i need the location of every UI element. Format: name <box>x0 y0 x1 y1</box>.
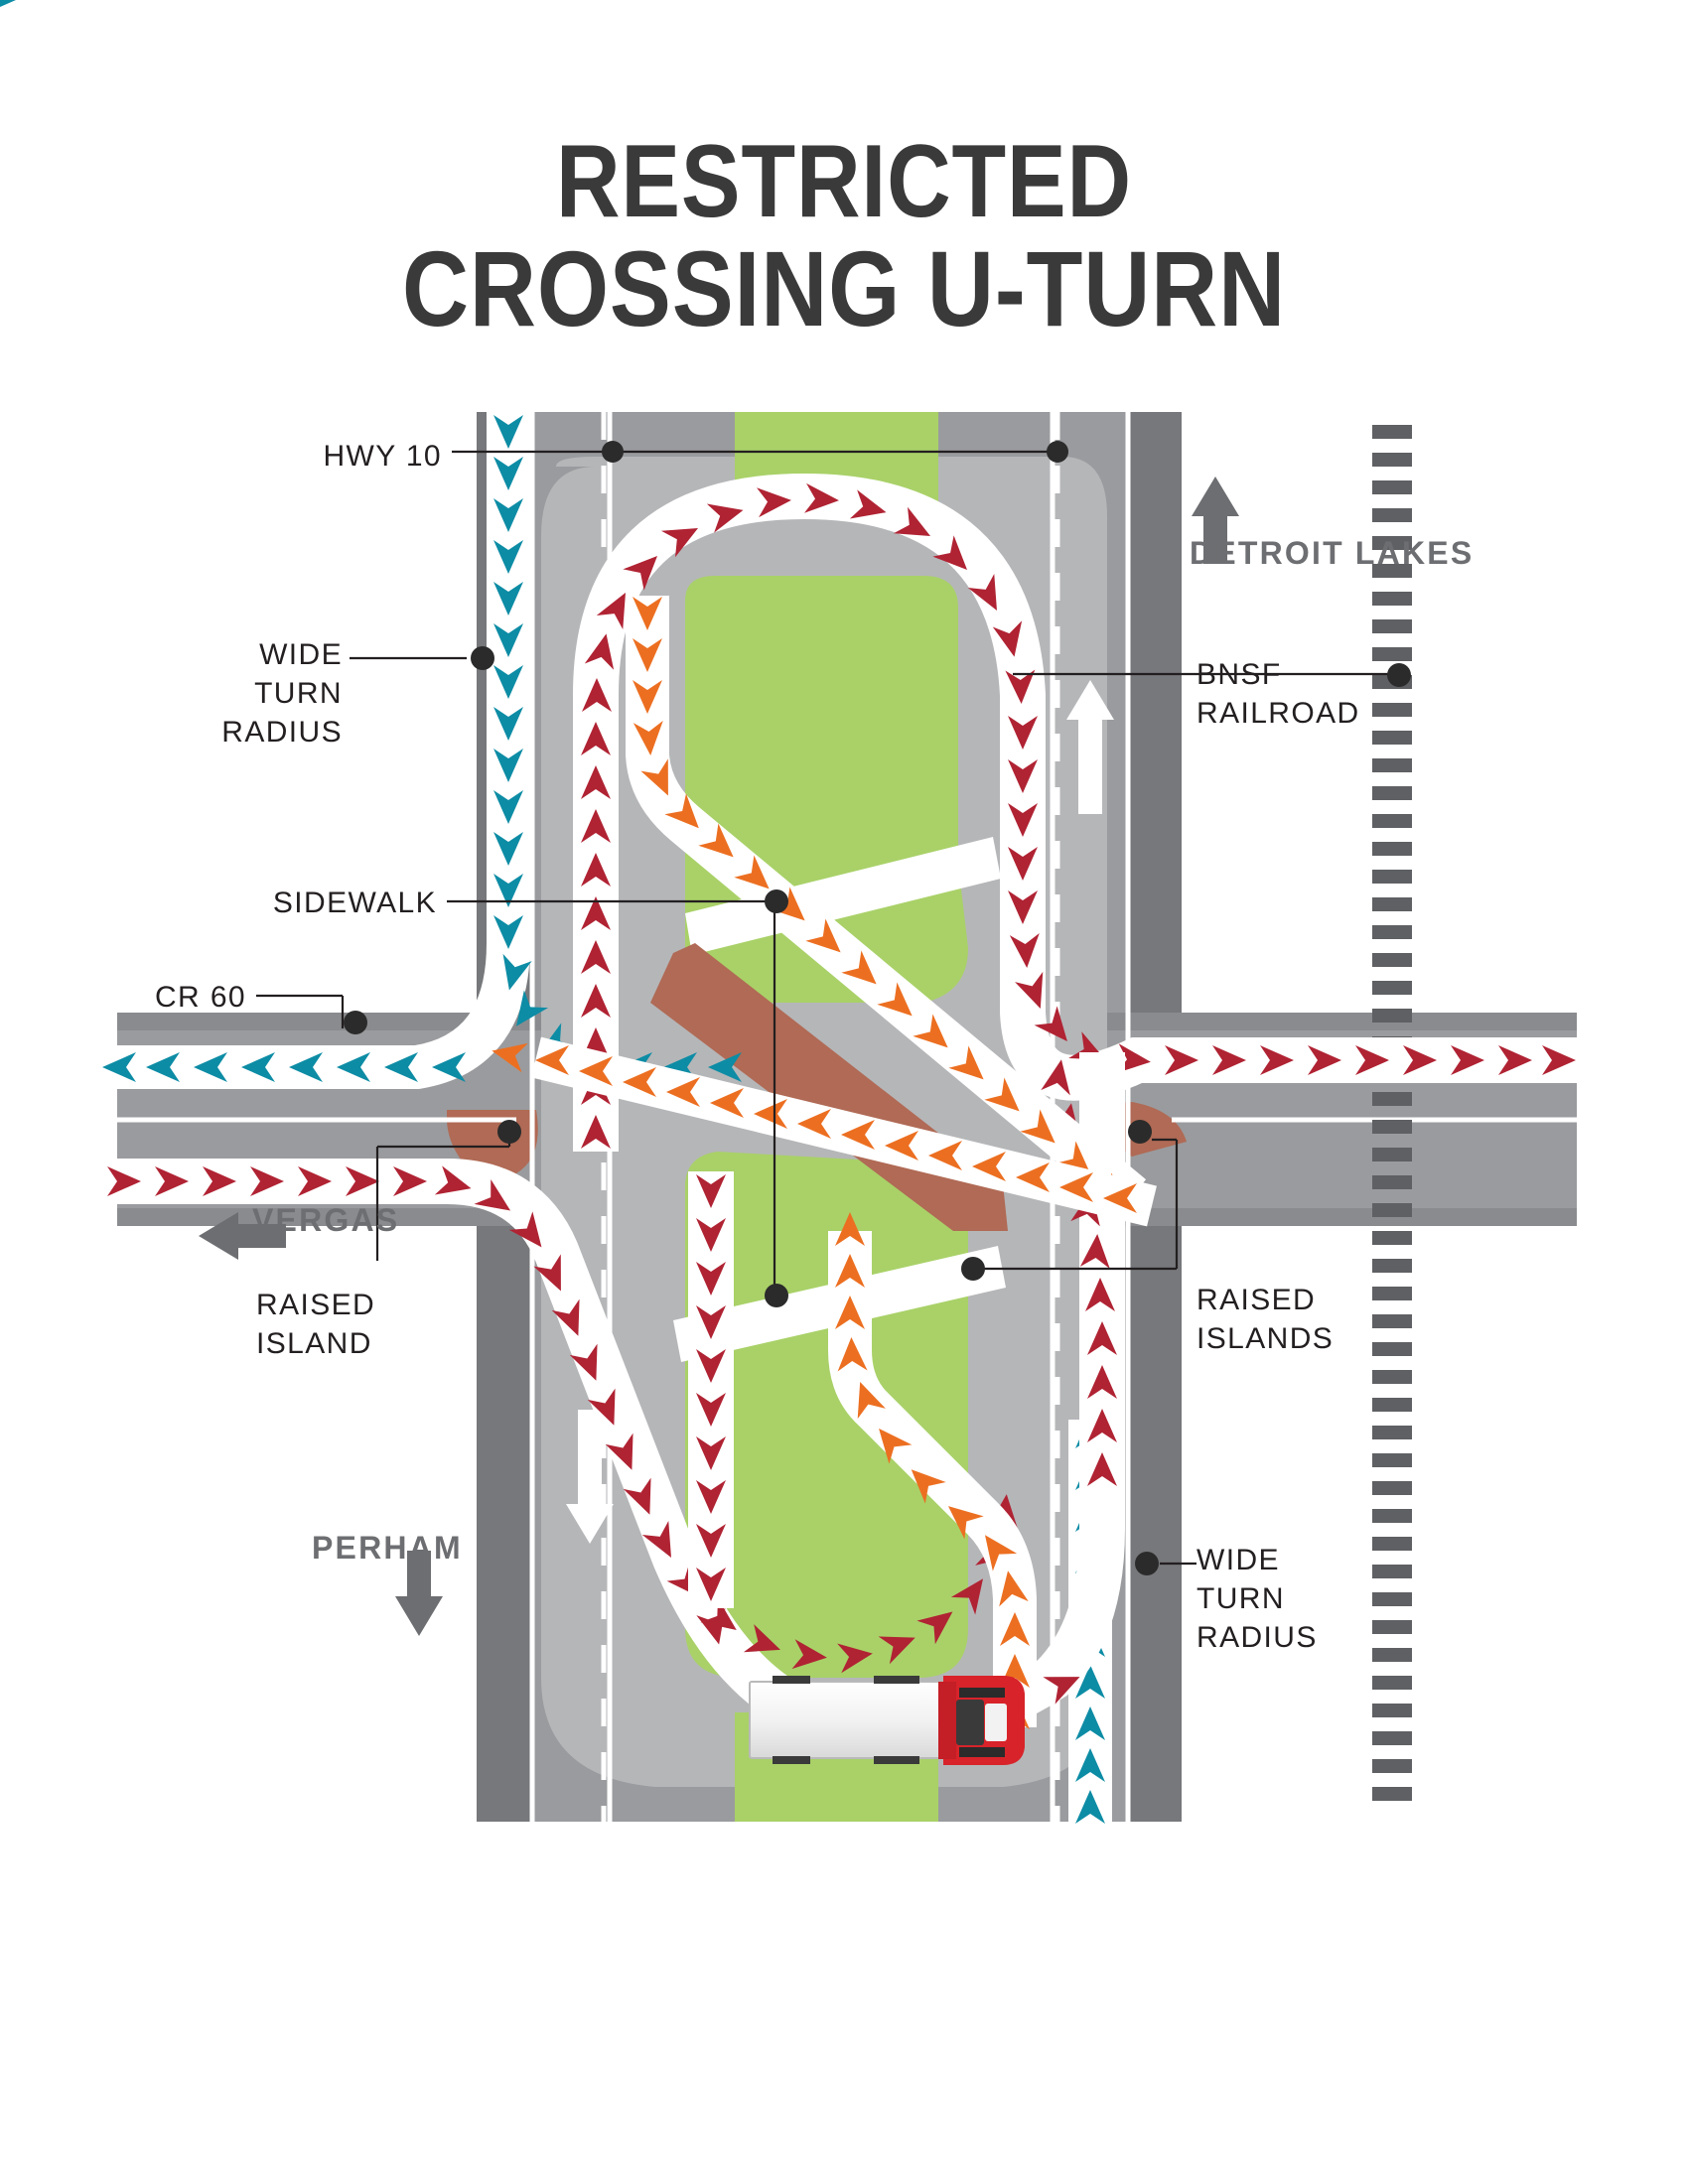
bnsf-railroad-track <box>1372 425 1412 1801</box>
callout-wide-turn-radius-right: WIDE TURN RADIUS <box>1196 1544 1318 1654</box>
title-line-1: RESTRICTED <box>555 124 1133 239</box>
dot-raised-islands-mid <box>961 1257 985 1281</box>
semi-truck <box>749 1676 1025 1765</box>
callout-hwy-10: HWY 10 <box>323 440 442 473</box>
dot-hwy10-b <box>1047 441 1068 463</box>
pedestrian-sidewalk-path-teal <box>0 0 742 1089</box>
vehicle-cross-path-orange-sw <box>489 1035 1157 1227</box>
callout-bnsf-railroad: BNSF RAILROAD <box>1196 658 1360 730</box>
callout-sidewalk: SIDEWALK <box>272 887 437 919</box>
callout-dots <box>344 441 1411 1575</box>
dot-bnsf <box>1387 663 1411 687</box>
dot-cr60 <box>344 1011 367 1034</box>
callout-wide-turn-radius-left: WIDE TURN RADIUS <box>221 638 343 749</box>
callout-cr-60: CR 60 <box>154 981 246 1014</box>
direction-arrow-glyphs <box>199 477 1239 1636</box>
up-arrow-icon <box>1192 477 1239 564</box>
direction-perham: PERHAM <box>312 1530 463 1566</box>
dot-wide-turn-right <box>1135 1552 1159 1575</box>
dot-raised-island-left <box>497 1120 521 1144</box>
vehicle-cross-path-orange-south <box>828 1212 1037 1729</box>
callout-raised-islands: RAISED ISLANDS <box>1196 1284 1335 1355</box>
dot-hwy10-a <box>602 441 624 463</box>
dot-wide-turn-left <box>471 646 494 670</box>
title-line-2: CROSSING U-TURN <box>401 228 1287 349</box>
vehicle-cross-path-orange-ne <box>626 596 1147 1218</box>
callout-raised-island: RAISED ISLAND <box>256 1289 376 1360</box>
vehicle-path-red-perham <box>688 1171 734 1649</box>
dot-raised-island-right <box>1128 1120 1152 1144</box>
page-title: RESTRICTED CROSSING U-TURN <box>118 129 1570 343</box>
direction-detroit-lakes: DETROIT LAKES <box>1190 535 1475 571</box>
dot-sidewalk-b <box>765 1284 788 1307</box>
direction-vergas: VERGAS <box>252 1202 400 1238</box>
dot-sidewalk-a <box>765 889 788 913</box>
down-arrow-icon <box>395 1551 443 1636</box>
left-arrow-icon <box>199 1212 286 1260</box>
vehicle-uturn-path-red-north <box>573 473 1579 1152</box>
